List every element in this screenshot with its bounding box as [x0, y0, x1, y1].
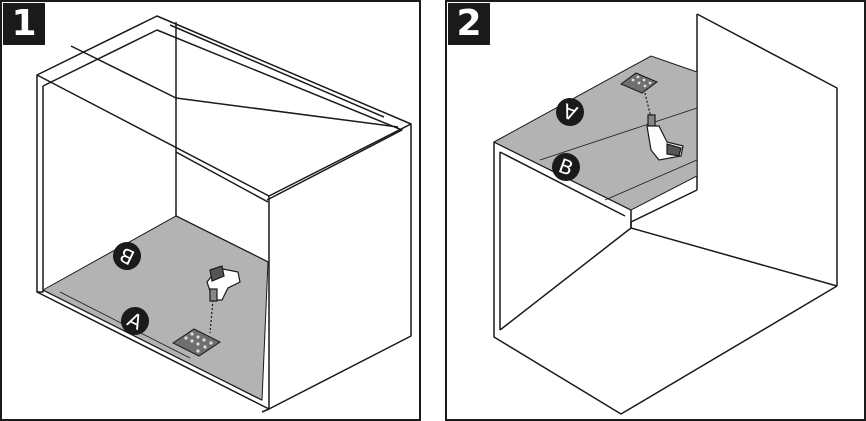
mounting-plate-icon — [619, 72, 659, 94]
step-2-panel: 2 A B — [445, 0, 866, 421]
step-number-badge: 2 — [448, 3, 490, 45]
step-2-illustration — [445, 0, 866, 421]
mounting-plate-icon — [172, 328, 221, 357]
power-drill-icon — [206, 265, 241, 334]
step-1-panel: 1 A B — [0, 0, 421, 421]
step-1-illustration — [0, 0, 421, 421]
step-2-frame — [445, 0, 866, 421]
top-panel — [492, 55, 698, 211]
power-drill-icon — [644, 92, 684, 161]
bottom-panel — [41, 215, 269, 401]
step-1-frame — [0, 0, 421, 421]
step-number-badge: 1 — [3, 3, 45, 45]
